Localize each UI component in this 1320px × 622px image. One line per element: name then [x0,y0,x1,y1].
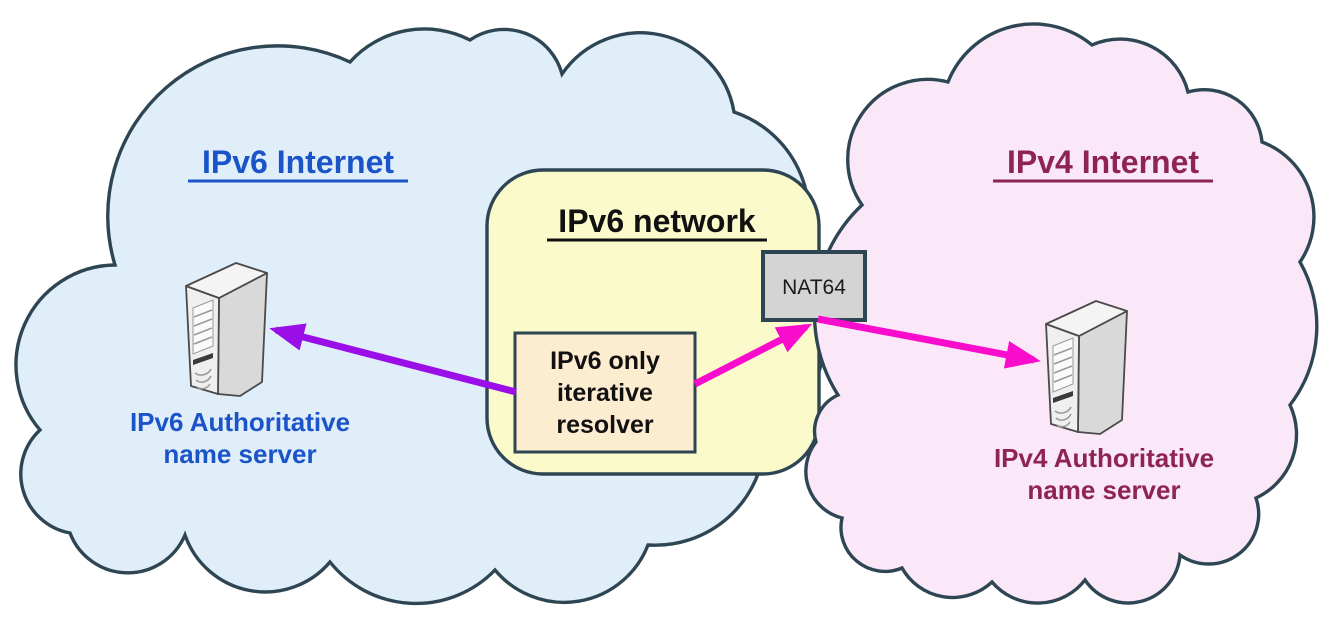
ipv4-server-label-line1: IPv4 Authoritative [994,443,1214,473]
ipv4-internet-title: IPv4 Internet [1007,144,1199,180]
ipv6-authoritative-server-icon [185,262,268,397]
nat64-box [761,250,867,322]
ipv6-server-label-line2: name server [163,439,316,469]
ipv6-server-label-line1: IPv6 Authoritative [130,407,350,437]
nat64-label: NAT64 [782,276,846,299]
ipv4-server-label-line2: name server [1027,475,1180,505]
ipv6-internet-title: IPv6 Internet [202,144,394,180]
query-arrow-nat64-to-ipv4-server [817,315,1041,369]
ipv4-cloud-shape [804,22,1319,605]
resolver-label-line3: resolver [556,411,654,439]
query-arrow-resolver-to-ipv6-server [269,323,517,396]
resolver-label-line1: IPv6 only [550,347,660,375]
ipv4-authoritative-server-icon [1045,300,1128,435]
query-arrow-resolver-to-nat64 [693,323,813,388]
resolver-box [513,331,697,454]
resolver-label-line2: iterative [557,379,653,407]
ipv6-network-title: IPv6 network [558,203,756,239]
